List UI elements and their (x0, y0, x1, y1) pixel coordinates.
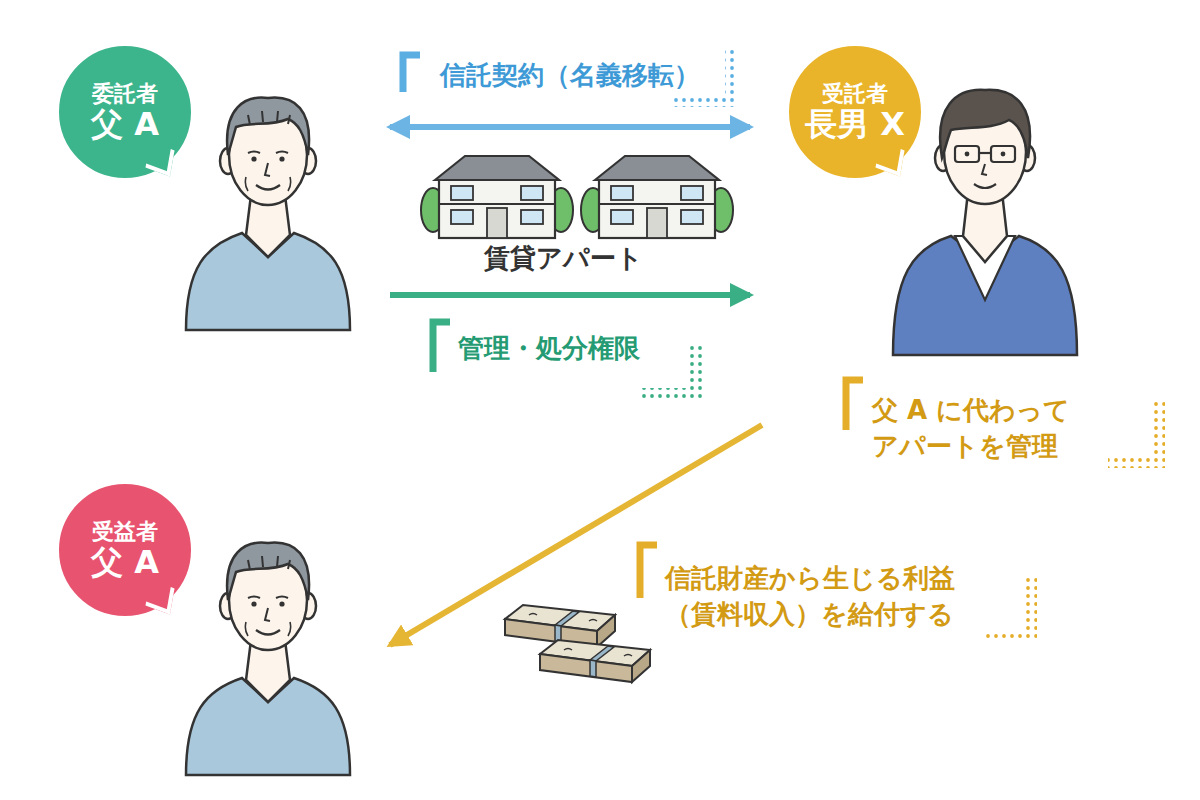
actor-node: 委託者父 A (50, 40, 390, 340)
actor-node: 受託者長男 X (750, 40, 1100, 425)
apartment-icon (581, 156, 733, 238)
item-label: 賃貸アパート (484, 240, 643, 276)
father-figure (186, 543, 350, 775)
apartment-icon (421, 156, 573, 238)
role-circle: 受益者父 A (55, 480, 195, 620)
person-name: 父 A (91, 544, 159, 581)
flow-arrow (390, 124, 750, 130)
person-name: 父 A (91, 106, 159, 143)
role-title: 委託者 (92, 81, 158, 106)
role-circle: 受託者長男 X (785, 42, 925, 182)
actor-node: 受益者父 A (50, 480, 390, 780)
person-name: 長男 X (805, 106, 905, 143)
note-label: 父 A に代わって アパートを管理 (872, 392, 1075, 464)
flow-arrow (390, 292, 750, 298)
edge-label: 管理・処分権限 (458, 330, 640, 366)
role-circle: 委託者父 A (55, 42, 195, 182)
bubble-tail (145, 580, 174, 615)
bubble-tail (875, 142, 904, 177)
role-title: 受託者 (822, 81, 888, 106)
money-bundle (540, 640, 650, 682)
father-figure (186, 98, 350, 330)
role-title: 受益者 (92, 519, 158, 544)
edge-label: 信託契約（名義移転） (440, 57, 700, 93)
bubble-tail (145, 142, 174, 177)
edge-label: 信託財産から生じる利益 （賃料収入）を給付する (665, 560, 961, 632)
callout-decoration (403, 48, 1165, 642)
